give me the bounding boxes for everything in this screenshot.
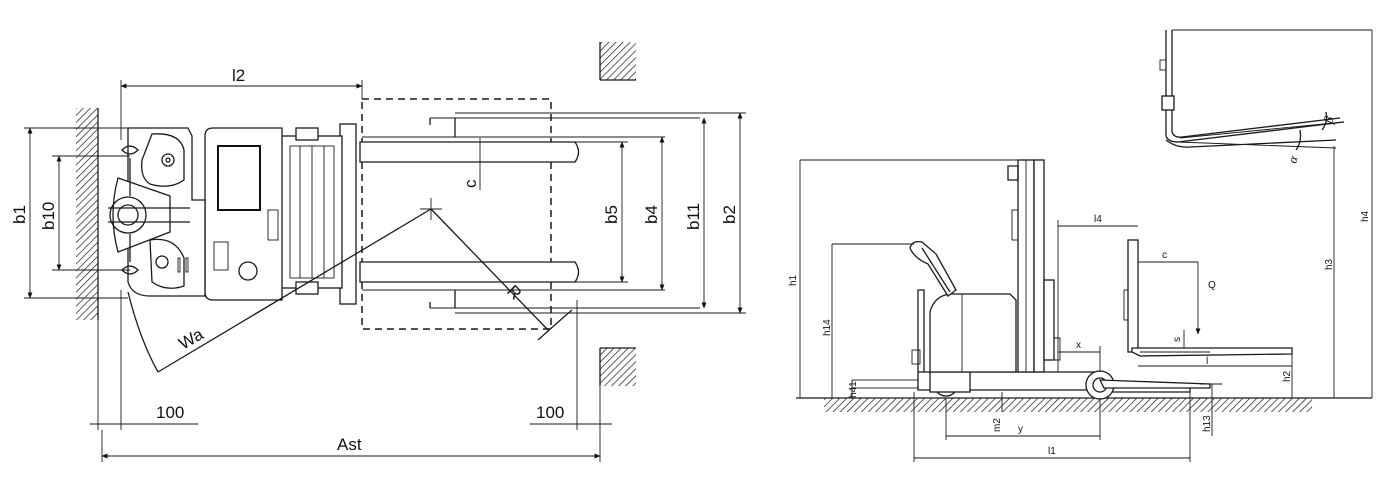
label-l: l	[1206, 356, 1208, 367]
dim-b5: b5	[575, 141, 628, 283]
label-h3: h3	[1324, 258, 1335, 270]
label-s: s	[1172, 337, 1183, 342]
side-body	[911, 289, 1017, 373]
wall-left	[76, 108, 99, 320]
dim-c: c	[461, 138, 481, 190]
mast-assembly	[279, 123, 357, 305]
lifted-carriage	[1123, 239, 1293, 357]
dim-b2: b2	[455, 112, 746, 314]
label-wa: Wa	[176, 324, 208, 353]
dim-l: l	[1138, 356, 1292, 367]
label-m2: m2	[992, 418, 1003, 432]
label-h2: h2	[1282, 370, 1293, 382]
label-100-left: 100	[156, 403, 184, 422]
tiller-head	[108, 145, 190, 275]
dim-ast: Ast	[101, 430, 601, 462]
dim-h41: h41	[848, 380, 859, 398]
label-h4: h4	[1360, 210, 1371, 222]
label-y: y	[1018, 424, 1023, 435]
dim-b1: b1	[10, 127, 128, 299]
dim-h14: h14	[822, 243, 914, 398]
label-b1: b1	[10, 205, 29, 224]
dim-h1: h1	[788, 159, 1030, 398]
dim-h2: h2	[1282, 352, 1293, 398]
fork-upper	[359, 141, 580, 163]
turning-geometry	[127, 198, 573, 373]
ground	[796, 397, 1372, 412]
label-h41: h41	[848, 381, 859, 398]
lowered-fork	[1098, 379, 1211, 389]
fork-lower	[359, 261, 580, 283]
dim-s: s	[1172, 330, 1185, 348]
tilt-detail	[1159, 29, 1372, 151]
label-100-right: 100	[536, 403, 564, 422]
top-view: l2 b1 b10 b5 b4	[10, 42, 746, 462]
label-b4: b4	[642, 205, 661, 224]
side-view: h1 h14 h41 m2 y l1	[788, 29, 1373, 462]
dim-h13: h13	[1200, 383, 1222, 436]
truck-body	[204, 127, 283, 301]
label-b2: b2	[720, 205, 739, 224]
label-h13: h13	[1202, 415, 1213, 432]
dim-x: x	[1058, 340, 1101, 372]
label-h14: h14	[822, 319, 833, 336]
dim-l1: l1	[913, 392, 1191, 462]
side-tiller	[909, 240, 957, 297]
label-q: Q	[1208, 280, 1216, 291]
label-b11: b11	[684, 203, 703, 230]
dim-l4: l4	[1057, 214, 1138, 372]
dim-b10: b10	[39, 155, 130, 271]
label-l4: l4	[1094, 214, 1102, 225]
label-b5: b5	[602, 205, 621, 224]
label-c-side: c	[1162, 250, 1167, 261]
label-l1: l1	[1048, 446, 1056, 457]
label-l2: l2	[232, 66, 245, 85]
dim-c-side: c	[1138, 250, 1198, 263]
dim-b11: b11	[684, 117, 707, 309]
dim-100-left: 100	[90, 290, 198, 430]
label-alpha: α	[1284, 153, 1301, 165]
dim-l2: l2	[120, 66, 363, 140]
wall-top-right	[599, 42, 636, 81]
label-r: R	[503, 281, 525, 303]
label-c-top: c	[461, 179, 480, 188]
side-mast	[1007, 159, 1061, 373]
dim-h4: h4	[1360, 30, 1373, 398]
dim-y: y	[945, 398, 1101, 440]
dim-100-right: 100	[530, 300, 612, 462]
label-h1: h1	[788, 274, 799, 286]
dim-m2: m2	[992, 392, 1003, 432]
label-beta: β	[1320, 114, 1337, 126]
label-x: x	[1076, 340, 1081, 351]
label-ast: Ast	[337, 435, 362, 454]
dim-b4: b4	[642, 136, 665, 291]
pallet-outline	[361, 98, 552, 330]
label-b10: b10	[39, 202, 58, 230]
wall-bottom-right	[599, 347, 636, 386]
dim-h3: h3	[1324, 146, 1335, 398]
